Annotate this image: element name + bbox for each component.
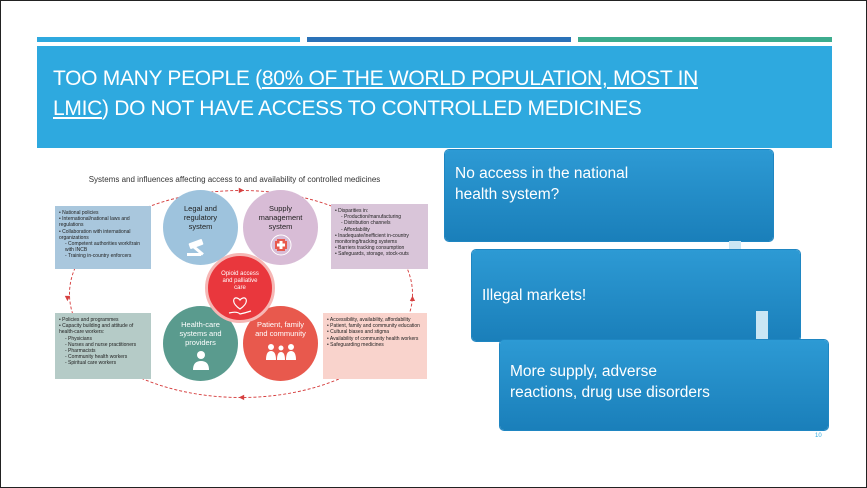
step-consequences: More supply, adverse reactions, drug use… (500, 340, 828, 430)
step-consequences-line2: reactions, drug use disorders (510, 384, 710, 401)
title-link[interactable]: 80% OF THE WORLD POPULATION, MOST IN (261, 67, 698, 90)
opioid-access-center: Opioid access and palliative care (205, 253, 275, 323)
step-no-access: No access in the national health system? (445, 150, 773, 241)
title-link-lmic[interactable]: LMIC (53, 97, 102, 120)
factor-item: - Nurses and nurse practitioners (65, 341, 137, 348)
legal-factors-box: • National policies• International/natio… (55, 206, 151, 269)
accent-bar-blue (37, 37, 300, 42)
supply-factors-box: • Disparities in: - Production/manufactu… (331, 204, 428, 269)
accent-bar-dark-blue (307, 37, 571, 42)
legal-system-label: Legal and regulatory system (183, 204, 218, 231)
accent-bar-teal (578, 37, 832, 42)
step-no-access-line1: No access in the national (455, 165, 629, 182)
factor-item: • Cultural biases and stigma (327, 329, 390, 336)
factor-item: • National policies (59, 210, 99, 216)
gavel-icon (186, 239, 204, 256)
patient-factors-list: • Accessibility, availability, affordabi… (327, 317, 423, 348)
infographic-title: Systems and influences affecting access … (88, 175, 381, 184)
health-systems-label: Health-care systems and providers (179, 320, 222, 347)
step-illegal-markets: Illegal markets! (472, 250, 800, 341)
factor-item: - Competent authorities work/train with … (65, 241, 141, 254)
health-factors-box: • Policies and programmes• Capacity buil… (55, 313, 151, 379)
slide-title: TOO MANY PEOPLE (80% OF THE WORLD POPULA… (37, 46, 832, 148)
title-text: TOO MANY PEOPLE ( (53, 67, 262, 90)
factor-item: - Training in-country enforcers (65, 253, 132, 260)
factor-item: • Inadequate/inefficient in-country moni… (335, 232, 409, 246)
title-line-1: TOO MANY PEOPLE (80% OF THE WORLD POPULA… (53, 64, 816, 94)
factor-item: • Capacity building and attitude of heal… (59, 323, 134, 336)
center-label: Opioid access and palliative care (221, 271, 259, 291)
heart-hand-icon (228, 297, 252, 315)
factor-item: • Safeguarding medicines (327, 341, 384, 348)
step-illegal-markets-label: Illegal markets! (482, 287, 587, 304)
factor-item: • Barriers tracking consumption (335, 245, 405, 252)
factor-item: - Community health workers (65, 354, 128, 361)
factor-item: • Disparities in: (335, 208, 369, 214)
title-text-rest: ) DO NOT HAVE ACCESS TO CONTROLLED MEDIC… (101, 97, 642, 120)
arrow-up-icon: ▲ (408, 293, 417, 303)
medical-cross-icon (270, 234, 291, 256)
factor-item: • Accessibility, availability, affordabi… (327, 317, 411, 323)
legal-factors-list: • National policies• International/natio… (59, 210, 147, 260)
factor-item: - Physicians (65, 335, 92, 342)
factor-item: - Distribution channels (341, 220, 391, 227)
step-consequences-line1: More supply, adverse (510, 363, 658, 380)
factor-item: • Availability of community health worke… (327, 335, 419, 342)
supply-system-circle: Supply management system (243, 190, 318, 265)
dashed-ring (69, 190, 413, 398)
supply-factors-list: • Disparities in: - Production/manufactu… (335, 208, 424, 258)
factor-item: • Policies and programmes (59, 317, 119, 323)
factor-item: - Spiritual care workers (65, 360, 117, 367)
factor-item: • Safeguards, storage, stock-outs (335, 251, 409, 258)
factor-item: - Production/manufacturing (341, 214, 402, 221)
step-no-access-line2: health system? (455, 186, 560, 203)
factor-item: • Patient, family and community educatio… (327, 323, 420, 330)
supply-system-label: Supply management system (258, 204, 303, 231)
health-factors-list: • Policies and programmes• Capacity buil… (59, 317, 147, 367)
patient-community-label: Patient, family and community (255, 320, 306, 338)
legal-system-circle: Legal and regulatory system (163, 190, 238, 265)
factor-item: - Affordability (341, 226, 370, 233)
family-icon (265, 344, 296, 360)
arrow-down-icon: ▼ (63, 293, 72, 303)
title-line-2: LMIC) DO NOT HAVE ACCESS TO CONTROLLED M… (53, 94, 816, 124)
page-number: 10 (815, 433, 822, 439)
arrow-left-icon: ◄ (237, 392, 246, 402)
factor-item: - Pharmacists (65, 348, 96, 355)
patient-factors-box: • Accessibility, availability, affordabi… (323, 313, 427, 379)
arrow-right-icon: ► (237, 185, 246, 195)
factor-item: • International/national laws and regula… (59, 216, 130, 229)
factor-item: • Collaboration with international organ… (59, 228, 131, 241)
arrow-stem-2 (756, 311, 768, 347)
doctor-icon (192, 351, 209, 370)
